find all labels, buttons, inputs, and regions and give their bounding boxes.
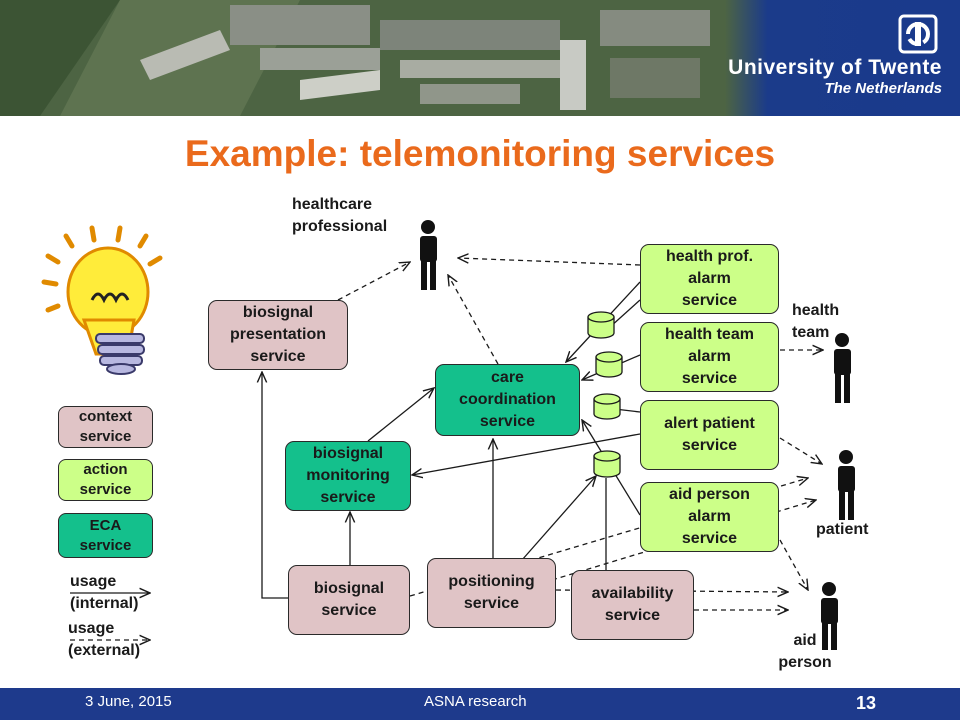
aid-person-alarm-service: aid person alarm service <box>640 482 779 552</box>
actor-label-aid-person: aid person <box>778 632 832 671</box>
legend-usage-external: usage (external) <box>68 620 141 659</box>
legend-eca-service: ECA service <box>58 513 153 558</box>
database-icon <box>595 351 623 378</box>
legend-action-service: action service <box>58 459 153 501</box>
page-number: 13 <box>856 693 877 713</box>
edge-ap-to-monitoring <box>412 433 641 475</box>
alert-patient-service: alert patient service <box>640 400 779 470</box>
database-icon <box>587 311 615 339</box>
health-team-alarm-service: health team alarm service <box>640 322 779 392</box>
biosignal-monitoring-service: biosignal monitoring service <box>285 441 411 511</box>
footer-bar <box>0 688 960 720</box>
database-icon <box>593 450 621 478</box>
edge-presentation-to-professional <box>337 262 410 301</box>
university-name: University of Twente <box>728 56 942 79</box>
edge-aid-to-person <box>779 539 808 590</box>
slide-title: Example: telemonitoring services <box>184 133 776 174</box>
biosignal-presentation-service: biosignal presentation service <box>208 300 348 370</box>
person-icon <box>420 220 437 290</box>
footer-date: 3 June, 2015 <box>85 693 172 710</box>
header-banner: University of Twente The Netherlands <box>0 0 960 116</box>
edge-monitoring-to-care <box>367 388 434 442</box>
edge-ap-to-patient <box>779 437 822 464</box>
actor-label-health-team: health team <box>792 302 840 341</box>
university-logo-icon <box>898 14 938 54</box>
legend-context-service: context service <box>58 406 153 448</box>
legend-usage-internal: usage (internal) <box>70 573 139 612</box>
edge-positioning-to-dbx <box>521 476 596 561</box>
person-icon <box>821 582 838 650</box>
person-icon <box>834 333 851 403</box>
actor-label-patient: patient <box>816 521 869 538</box>
health-prof-alarm-service: health prof. alarm service <box>640 244 779 314</box>
availability-service: availability service <box>571 570 694 640</box>
database-icon <box>593 393 621 420</box>
edge-hp-to-professional <box>458 258 641 266</box>
edge-care-to-professional <box>448 275 499 365</box>
university-country: The Netherlands <box>824 80 942 97</box>
university-brand-panel <box>725 0 960 116</box>
actor-label-healthcare-professional: healthcare professional <box>292 196 388 235</box>
edge-biosignal-to-presentation <box>262 372 288 599</box>
care-coordination-service: care coordination service <box>435 364 580 436</box>
footer-center-text: ASNA research <box>424 693 527 710</box>
biosignal-service: biosignal service <box>288 565 410 635</box>
positioning-service: positioning service <box>427 558 556 628</box>
light-bulb-icon <box>41 225 163 375</box>
person-icon <box>838 450 855 520</box>
